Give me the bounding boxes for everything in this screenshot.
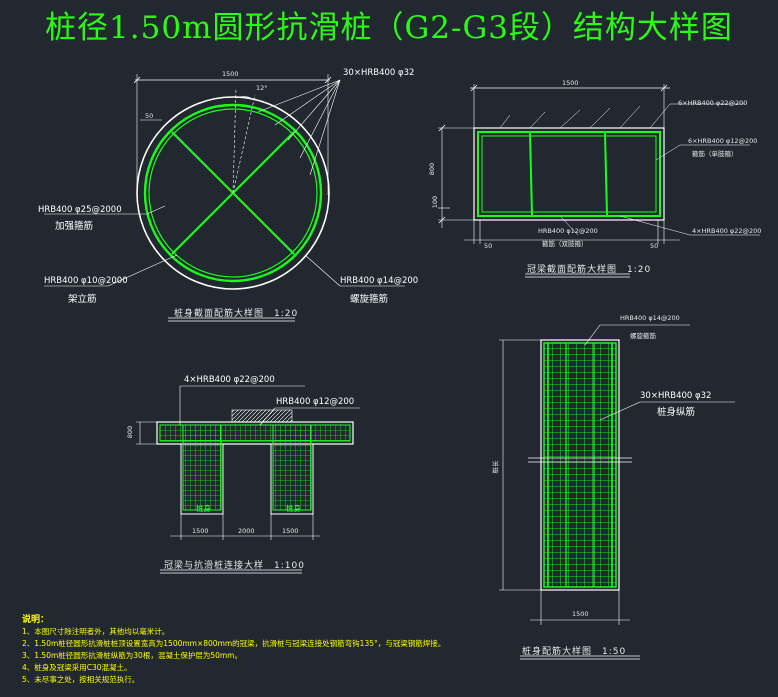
- notes-line: 2、1.50m桩径圆形抗滑桩桩顶设置宽高为1500mm×800mm的冠梁，抗滑桩…: [22, 639, 446, 648]
- pile-caption: 桩身配筋大样图 1:50: [522, 647, 627, 657]
- pile-section-drawing: [44, 74, 405, 322]
- connection-dim-800: 800: [126, 425, 135, 439]
- pile-elevation-drawing: [499, 324, 735, 660]
- pile-main-bar-label: 30×HRB400 φ32: [640, 391, 712, 401]
- section-erect-bar-label: HRB400 φ10@2000: [44, 276, 128, 286]
- section-stiffener-bar-label: HRB400 φ25@2000: [38, 205, 122, 215]
- section-erect-name: 架立筋: [68, 294, 97, 305]
- notes-heading: 说明：: [22, 615, 50, 625]
- capbeam-caption: 冠梁截面配筋大样图 1:20: [527, 265, 652, 275]
- section-dim-50: 50: [145, 112, 154, 120]
- connection-dim-1500-left: 1500: [192, 527, 209, 535]
- section-spiral-name: 螺旋箍筋: [350, 294, 389, 305]
- notes-block: 说明： 1、本图尺寸除注明者外，其他均以毫米计。 2、1.50m桩径圆形抗滑桩桩…: [22, 614, 445, 686]
- pile-dim-1500: 1500: [572, 610, 589, 618]
- pile-main-name: 桩身纵筋: [657, 407, 696, 418]
- capbeam-dim-1500: 1500: [562, 79, 579, 87]
- capbeam-dim-50-left: 50: [484, 242, 493, 250]
- capbeam-dim-100: 100: [431, 195, 440, 209]
- connection-pile-label-right: 桩身: [286, 504, 301, 513]
- capbeam-stirrup-right-name: 箍筋（单肢箍）: [692, 150, 738, 158]
- connection-drawing: [136, 385, 360, 574]
- section-stiffener-name: 加强箍筋: [55, 221, 94, 232]
- capbeam-stirrup-right-label: 6×HRB400 φ12@200: [688, 137, 758, 145]
- connection-caption: 冠梁与抗滑桩连接大样 1:100: [164, 561, 305, 571]
- notes-line: 3、1.50m桩径圆形抗滑桩纵筋为30根，混凝土保护层为50mm。: [22, 651, 242, 660]
- connection-top-bar-label: 4×HRB400 φ22@200: [184, 375, 275, 385]
- connection-dim-1500-right: 1500: [282, 527, 299, 535]
- notes-line: 4、桩身及冠梁采用C30混凝土。: [22, 663, 132, 672]
- section-spiral-bar-label: HRB400 φ14@200: [340, 276, 419, 286]
- capbeam-dim-50-right: 50: [650, 242, 659, 250]
- section-main-bar-label: 30×HRB400 φ32: [343, 68, 415, 78]
- notes-line: 1、本图尺寸除注明者外，其他均以毫米计。: [22, 627, 170, 636]
- capbeam-top-bar-label: 6×HRB400 φ22@200: [678, 99, 748, 107]
- pile-spiral-bar-label: HRB400 φ14@200: [620, 314, 680, 322]
- section-caption: 桩身截面配筋大样图 1:20: [174, 309, 299, 319]
- capbeam-dim-800: 800: [428, 162, 437, 176]
- section-dim-angle: 12°: [256, 84, 268, 92]
- capbeam-stirrup-bottom-label: HRB400 φ12@200: [538, 227, 598, 235]
- capbeam-stirrup-bottom-name: 箍筋（双肢箍）: [542, 240, 588, 248]
- pile-length-label: 桩长: [491, 460, 500, 474]
- notes-line: 5、未尽事之处，按相关规范执行。: [22, 675, 140, 684]
- drawing-title: 桩径1.50m圆形抗滑桩（G2-G3段）结构大样图: [45, 10, 733, 46]
- section-dim-1500: 1500: [222, 70, 239, 78]
- capbeam-bottom-bar-label: 4×HRB400 φ22@200: [692, 227, 762, 235]
- connection-right-bar-label: HRB400 φ12@200: [276, 397, 355, 407]
- connection-pile-label-left: 桩身: [196, 504, 211, 513]
- cap-beam-drawing: [438, 84, 760, 278]
- pile-spiral-name: 螺旋箍筋: [630, 332, 656, 340]
- connection-dim-2000: 2000: [238, 527, 255, 535]
